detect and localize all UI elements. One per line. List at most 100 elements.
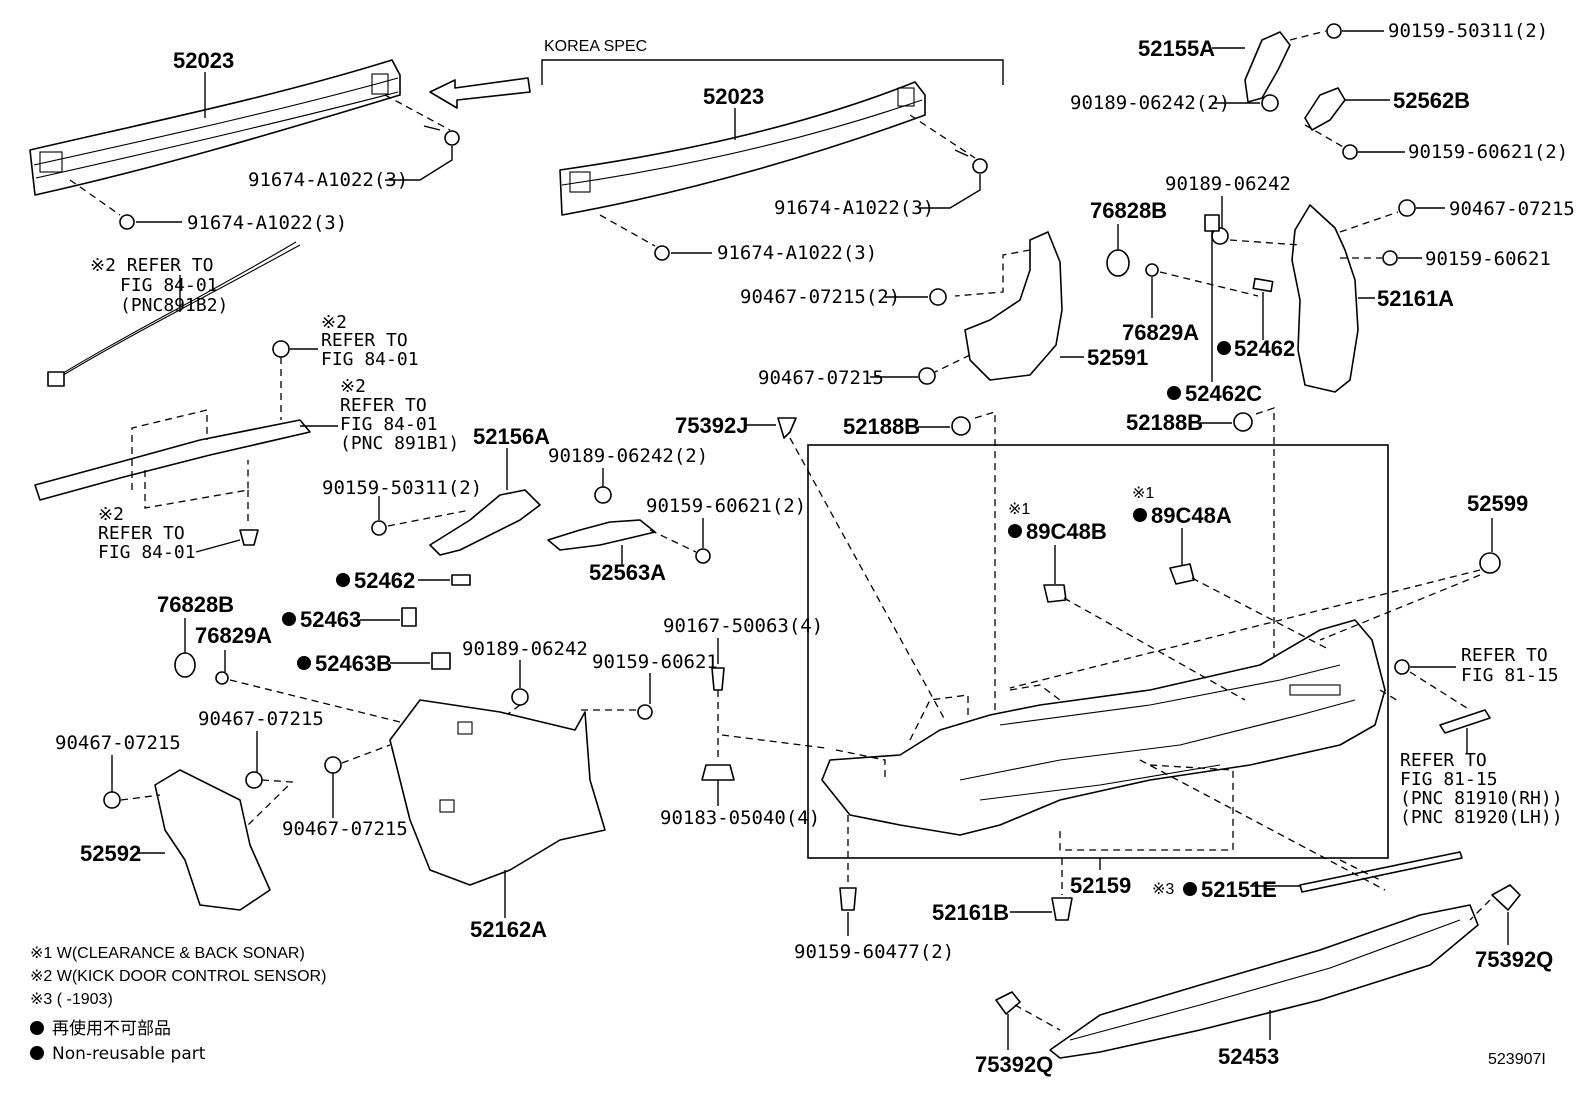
pad-icon [1252, 277, 1274, 293]
part-52156A: 52156A [473, 424, 550, 449]
connector-icon [47, 371, 65, 387]
part-75392Q-right: 75392Q [1475, 947, 1553, 972]
part-76828B-mid: 76828B [157, 592, 234, 617]
part-76829A-mid: 76829A [195, 623, 272, 648]
part-90467-07215-l3: 90467-07215 [282, 818, 408, 840]
non-reusable-dot-icon [1217, 341, 1231, 355]
reflector-icon [1439, 709, 1491, 734]
part-52161B: 52161B [932, 900, 1009, 925]
bolt-icon [119, 214, 135, 230]
sensor-retainer-icon [1043, 584, 1067, 603]
clip-icon [324, 756, 342, 774]
screw-icon [711, 667, 725, 691]
clip-icon [1398, 199, 1416, 217]
note-ref-1b: ※1 [1132, 485, 1154, 502]
part-52023-korea: 52023 [703, 84, 764, 109]
part-52599: 52599 [1467, 491, 1528, 516]
bolt-icon [1326, 23, 1342, 39]
part-90159-50311-top: 90159-50311(2) [1388, 20, 1548, 42]
part-52151E: 52151E [1201, 877, 1277, 902]
figure-id: 523907I [1488, 1051, 1546, 1068]
part-90183-05040: 90183-05040(4) [660, 807, 820, 829]
bolt-icon [1342, 144, 1358, 160]
note-2: ※2 W(KICK DOOR CONTROL SENSOR) [30, 968, 326, 985]
part-90159-60621-r: 90159-60621 [1425, 248, 1551, 270]
clip-icon [1479, 552, 1501, 574]
clip-icon [777, 417, 797, 439]
clip-icon [1051, 897, 1073, 921]
clip-icon [1261, 94, 1279, 112]
clip-icon [239, 529, 259, 546]
part-52462-mid: 52462 [354, 568, 415, 593]
ref-84-01-d-line3: FIG 84-01 [98, 542, 196, 563]
bumper-reinforcement-left [29, 59, 401, 196]
pad-icon [401, 607, 417, 627]
ref-81-15-b-line4: (PNC 81920(LH)) [1400, 807, 1563, 828]
arrow-icon [429, 77, 531, 109]
ref-84-01-c-line3: FIG 84-01 [340, 414, 438, 435]
bolt-icon [654, 245, 670, 261]
note-ref-1a: ※1 [1008, 501, 1030, 518]
plug-icon [174, 652, 196, 678]
part-90167-50063: 90167-50063(4) [663, 615, 823, 637]
screw-icon [839, 887, 857, 911]
non-reusable-dot-icon [1183, 882, 1197, 896]
sensor-retainer-icon [1169, 563, 1195, 585]
part-90467-07215-l1: 90467-07215 [55, 732, 181, 754]
ref-84-01-a-line3: (PNC891B2) [120, 295, 228, 316]
part-89C48A: 89C48A [1151, 503, 1232, 528]
part-52563A: 52563A [589, 560, 666, 585]
clip-icon [103, 791, 121, 809]
note-3: ※3 ( -1903) [30, 991, 113, 1008]
bumper-cover-52159 [821, 619, 1386, 836]
part-90467-07215-2: 90467-07215(2) [740, 286, 900, 308]
korea-spec-label: KOREA SPEC [544, 38, 647, 55]
note-ref-3: ※3 [1152, 881, 1174, 898]
part-90189-06242-r: 90189-06242 [1165, 173, 1291, 195]
clip-icon [995, 991, 1021, 1015]
part-90159-60621-2-mid: 90159-60621(2) [646, 495, 806, 517]
clip-icon [272, 340, 290, 358]
part-90189-06242-2-mid: 90189-06242(2) [548, 445, 708, 467]
clip-icon [215, 671, 229, 685]
clip-icon [1491, 884, 1521, 911]
pad-icon [431, 652, 451, 670]
part-52562B: 52562B [1393, 88, 1470, 113]
clip-icon [918, 367, 936, 385]
part-76828B-top: 76828B [1090, 198, 1167, 223]
bolt-icon [695, 548, 711, 564]
part-90159-60621-mid: 90159-60621 [592, 651, 718, 673]
part-52462C: 52462C [1185, 381, 1262, 406]
ref-84-01-a-line1: ※2 REFER TO [90, 255, 213, 276]
bumper-reinforcement-korea [559, 81, 926, 216]
clip-icon [594, 486, 612, 504]
note-1: ※1 W(CLEARANCE & BACK SONAR) [30, 945, 305, 962]
bolt-icon [1382, 250, 1398, 266]
non-reusable-dot-icon [30, 1046, 44, 1060]
part-75392Q-left: 75392Q [975, 1052, 1053, 1077]
part-90189-06242-mid: 90189-06242 [462, 638, 588, 660]
clip-icon [511, 688, 529, 706]
part-52592: 52592 [80, 841, 141, 866]
part-90159-60477: 90159-60477(2) [794, 941, 954, 963]
part-75392J: 75392J [675, 413, 748, 438]
non-reusable-dot-icon [336, 573, 350, 587]
clip-icon [1145, 263, 1159, 277]
sensor-bracket-891B1 [34, 419, 311, 501]
ref-81-15-b-line3: (PNC 81910(RH)) [1400, 788, 1563, 809]
clip-icon [1233, 412, 1253, 432]
non-reusable-dot-icon [1008, 524, 1022, 538]
part-52161A: 52161A [1377, 286, 1454, 311]
non-reusable-dot-icon [30, 1021, 44, 1035]
part-52188B-b: 52188B [1126, 410, 1203, 435]
side-cover-52162A [389, 699, 606, 886]
clip-icon [245, 771, 263, 789]
ref-84-01-d-line2: REFER TO [98, 523, 185, 544]
bolt-icon [1394, 659, 1410, 675]
ref-81-15-b-line2: FIG 81-15 [1400, 769, 1498, 790]
legend-english: Non-reusable part [52, 1044, 206, 1064]
garnish-52453 [1049, 904, 1479, 1059]
part-52155A: 52155A [1138, 36, 1215, 61]
bolt-icon [972, 158, 988, 174]
